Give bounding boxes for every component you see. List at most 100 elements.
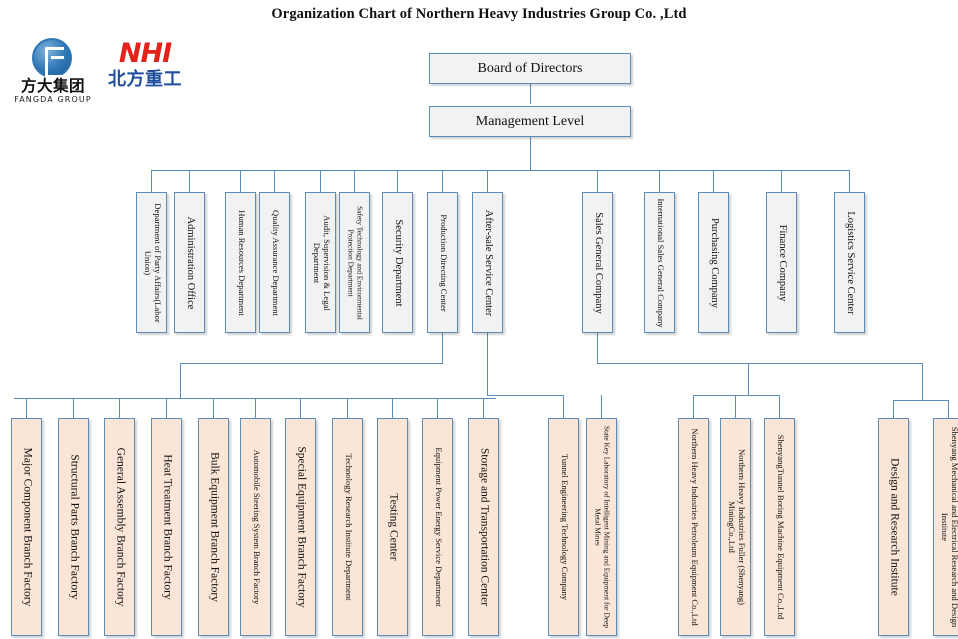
- box-tunnel-engineering-technology-company[interactable]: Tunnel Engineering Technology Company: [548, 418, 579, 636]
- box-label: General Assembly Branch Factory: [114, 447, 127, 607]
- nhi-logo: NHI 北方重工: [98, 40, 192, 102]
- connector-drop-rdept-5: [849, 170, 850, 192]
- nhi-logo-chinese: 北方重工: [108, 69, 182, 90]
- connector-drop-sub-3: [779, 395, 780, 418]
- box-special-equipment-branch-factory[interactable]: Special Equipment Branch Factory: [285, 418, 316, 636]
- box-shenyang-mechanical-electrical-research-design-institute[interactable]: Shenyang Mechanical and Electrical Resea…: [933, 418, 958, 636]
- connector-drop-rdept-1: [597, 170, 598, 192]
- connector-drop-dept-2: [189, 170, 190, 192]
- box-equipment-power-energy-service-department[interactable]: Equipment Power Energy Service Departmen…: [422, 418, 453, 636]
- box-major-component-branch-factory[interactable]: Major Component Branch Factory: [11, 418, 42, 636]
- box-board-of-directors[interactable]: Board of Directors: [429, 53, 631, 84]
- box-finance-company[interactable]: Finance Company: [766, 192, 797, 333]
- box-storage-and-transportation-center[interactable]: Storage and Transportation Center: [468, 418, 499, 636]
- box-label: Quality Assurance Department: [270, 209, 281, 316]
- nhi-logo-mark: NHI: [118, 38, 172, 69]
- box-label: Northern Heavy Industries Fuller (Shenya…: [726, 448, 747, 606]
- box-international-sales-general-company[interactable]: International Sales General Company: [644, 192, 675, 333]
- connector-drop-prod-7: [300, 398, 301, 418]
- box-label: International Sales General Company: [655, 197, 666, 328]
- box-label: Administration Office: [184, 216, 196, 309]
- connector-drop-dept-5: [320, 170, 321, 192]
- page-title: Organization Chart of Northern Heavy Ind…: [271, 6, 687, 22]
- box-human-resources-department[interactable]: Human Resources Department: [225, 192, 256, 333]
- box-technology-research-institute-department[interactable]: Technology Research Institute Department: [332, 418, 363, 636]
- box-after-sale-service-center[interactable]: After-sale Service Center: [472, 192, 503, 333]
- box-label: Technology Research Institute Department: [343, 453, 354, 601]
- connector-drop-prod-6: [255, 398, 256, 418]
- connector-drop-sub-2: [735, 395, 736, 418]
- connector-aftersale-down: [487, 333, 488, 395]
- box-department-of-party-affairs[interactable]: Department of Party Affairs(Labor Union): [136, 192, 167, 333]
- connector-drop-prod-9: [392, 398, 393, 418]
- box-heat-treatment-branch-factory[interactable]: Heat Treatment Branch Factory: [151, 418, 182, 636]
- connector-drop-prod-5: [213, 398, 214, 418]
- box-label: Tunnel Engineering Technology Company: [559, 453, 570, 601]
- fangda-group-logo: 方大集团 FANGDA GROUP: [12, 38, 94, 104]
- box-label: Automobile Steering System Branch Factor…: [251, 449, 262, 605]
- connector-production-down: [442, 333, 443, 363]
- box-sales-general-company[interactable]: Sales General Company: [582, 192, 613, 333]
- connector-main-bus: [151, 170, 850, 171]
- connector-research-down: [922, 363, 923, 400]
- connector-drop-prod-3: [119, 398, 120, 418]
- box-administration-office[interactable]: Administration Office: [174, 192, 205, 333]
- box-shenyang-tunnel-boring-machine-equipment[interactable]: ShenyangTunnel Boring Machine Equipment …: [764, 418, 795, 636]
- connector-production-to-bus: [180, 363, 181, 398]
- connector-drop-research-2: [948, 400, 949, 418]
- connector-production-jog: [180, 363, 443, 364]
- connector-board-to-management: [530, 84, 531, 104]
- box-label: Northern Heavy Industries Petroleum Equi…: [689, 428, 700, 626]
- connector-drop-prod-2: [73, 398, 74, 418]
- connector-drop-tunnel-2: [601, 395, 602, 418]
- box-nhi-petroleum-equipment[interactable]: Northern Heavy Industries Petroleum Equi…: [678, 418, 709, 636]
- connector-drop-tunnel-1: [563, 395, 564, 418]
- box-audit-supervision-legal-department[interactable]: Audit, Supervision & Legal Department: [305, 192, 336, 333]
- connector-drop-research-1: [893, 400, 894, 418]
- box-testing-center[interactable]: Testing Center: [377, 418, 408, 636]
- box-state-key-laboratory[interactable]: State Key Laboratory of Intelligent Mini…: [586, 418, 617, 636]
- box-automobile-steering-system-branch-factory[interactable]: Automobile Steering System Branch Factor…: [240, 418, 271, 636]
- box-label: Management Level: [475, 113, 585, 129]
- box-purchasing-company[interactable]: Purchasing Company: [698, 192, 729, 333]
- box-quality-assurance-department[interactable]: Quality Assurance Department: [259, 192, 290, 333]
- connector-drop-prod-1: [26, 398, 27, 418]
- box-general-assembly-branch-factory[interactable]: General Assembly Branch Factory: [104, 418, 135, 636]
- box-label: After-sale Service Center: [482, 209, 494, 316]
- box-label: Department of Party Affairs(Labor Union): [142, 202, 163, 323]
- box-label: Structural Parts Branch Factory: [68, 454, 81, 600]
- box-management-level[interactable]: Management Level: [429, 106, 631, 137]
- connector-drop-dept-9: [487, 170, 488, 192]
- fangda-emblem-icon: [32, 38, 72, 78]
- connector-drop-dept-4: [274, 170, 275, 192]
- box-label: Finance Company: [776, 224, 788, 301]
- box-label: Human Resources Department: [236, 209, 247, 316]
- connector-drop-rdept-3: [713, 170, 714, 192]
- connector-drop-prod-10: [437, 398, 438, 418]
- box-bulk-equipment-branch-factory[interactable]: Bulk Equipment Branch Factory: [198, 418, 229, 636]
- connector-sales-down: [597, 333, 598, 363]
- box-logistics-service-center[interactable]: Logistics Service Center: [834, 192, 865, 333]
- box-security-department[interactable]: Security Department: [382, 192, 413, 333]
- connector-subsidiary-bus: [693, 395, 779, 396]
- connector-drop-rdept-2: [659, 170, 660, 192]
- box-structural-parts-branch-factory[interactable]: Structural Parts Branch Factory: [58, 418, 89, 636]
- connector-drop-prod-11: [483, 398, 484, 418]
- box-nhi-fuller-shenyang-mining[interactable]: Northern Heavy Industries Fuller (Shenya…: [720, 418, 751, 636]
- connector-research-bus: [893, 400, 948, 401]
- box-production-directing-center[interactable]: Production Directing Center: [427, 192, 458, 333]
- box-label: Equipment Power Energy Service Departmen…: [433, 447, 444, 607]
- box-label: Shenyang Mechanical and Electrical Resea…: [939, 426, 958, 628]
- connector-drop-dept-8: [442, 170, 443, 192]
- connector-drop-dept-1: [151, 170, 152, 192]
- box-label: Safety Technology and Environmental Prot…: [346, 205, 365, 320]
- connector-subsidiary-down: [748, 363, 749, 395]
- fangda-logo-english: FANGDA GROUP: [14, 95, 92, 104]
- box-safety-technology-environmental-protection[interactable]: Safety Technology and Environmental Prot…: [339, 192, 370, 333]
- connector-drop-dept-7: [397, 170, 398, 192]
- connector-drop-prod-4: [166, 398, 167, 418]
- connector-tunnel-bus: [487, 395, 563, 396]
- connector-sales-right-run: [597, 363, 923, 364]
- box-design-and-research-institute[interactable]: Design and Research Institute: [878, 418, 909, 636]
